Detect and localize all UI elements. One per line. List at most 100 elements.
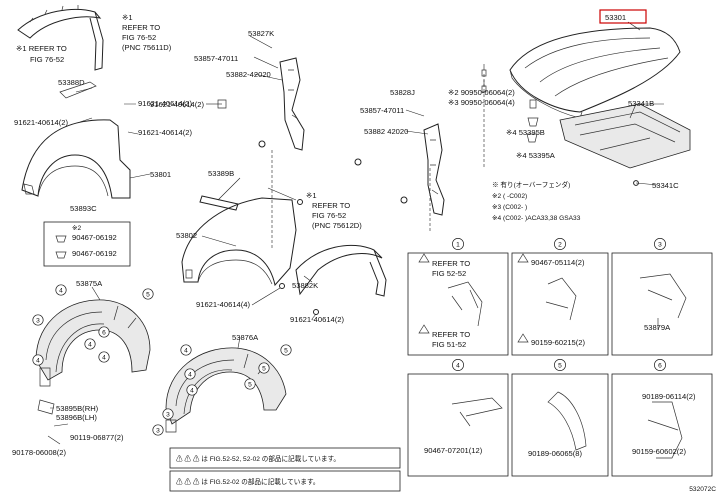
part-label-53801[interactable]: 53801 (150, 170, 171, 179)
callout-marker: 4 (55, 284, 67, 296)
part-label-53882-42020-b[interactable]: 53882 42020 (364, 127, 408, 136)
part-label-53857-47011-a[interactable]: 53857-47011 (194, 54, 238, 63)
part-label-91621-40614-e[interactable]: 91621-40614(2) (290, 315, 345, 324)
part-label-90950-06064-4[interactable]: ※3 90950-06064(4) (448, 98, 515, 107)
hood-insulator-drawing (559, 103, 691, 169)
svg-text:3: 3 (658, 241, 662, 248)
part-label-91621-40614-4[interactable]: 91621-40614(4) (196, 300, 251, 309)
legend-line-1: ※ 有り(オーバーフェンダ) (492, 180, 570, 189)
part-label-53388D[interactable]: 53388D (58, 78, 85, 87)
callout-marker: 4 (180, 344, 192, 356)
svg-text:6: 6 (658, 362, 662, 369)
fender-liner-lh-drawing (165, 347, 287, 433)
svg-text:(PNC 75612D): (PNC 75612D) (312, 221, 362, 230)
part-label-53828J[interactable]: 53828J (390, 88, 415, 97)
refer-note-top[interactable]: ※1 REFER TO FIG 76-52 (PNC 75611D) (122, 13, 172, 52)
refer-note-detail1-b[interactable]: REFER TO FIG 51-52 (418, 324, 470, 349)
part-label-53893C[interactable]: 53893C (70, 204, 97, 213)
part-label-90467-06192-a[interactable]: 90467-06192 (72, 233, 117, 242)
detail-number-4: 4 (452, 359, 464, 371)
part-label-53827K[interactable]: 53827K (248, 29, 274, 38)
front-fender-rh-drawing (21, 81, 131, 199)
part-number-labels: 53301 53341B 53341C ※4 53395B ※4 53395A … (12, 13, 696, 458)
svg-text:(PNC 75611D): (PNC 75611D) (122, 43, 172, 52)
part-label-53879A[interactable]: 53879A (644, 323, 671, 332)
svg-text:※1: ※1 (122, 13, 133, 22)
front-fender-lh-drawing (181, 195, 303, 289)
part-label-53395A[interactable]: ※4 53395A (516, 151, 556, 160)
svg-text:5: 5 (146, 291, 150, 298)
part-label-53301[interactable]: 53301 (605, 13, 626, 22)
footer-note-boxes (169, 447, 401, 492)
part-label-91621-40614-b[interactable]: 91621-40614(2) (138, 99, 193, 108)
highlighted-part-box (599, 9, 647, 24)
detail-number-6: 6 (654, 359, 666, 371)
detail-box-3 (611, 252, 713, 356)
part-label-53802[interactable]: 53802 (176, 231, 197, 240)
part-label-53875A[interactable]: 53875A (76, 279, 103, 288)
part-label-90467-06192-b[interactable]: 90467-06192 (72, 249, 117, 258)
svg-text:FIG 51-52: FIG 51-52 (432, 340, 466, 349)
part-label-90159-60215[interactable]: 90159-60215(2) (531, 338, 586, 347)
svg-text:4: 4 (188, 371, 192, 378)
svg-text:REFER TO: REFER TO (122, 23, 160, 32)
part-label-53896B[interactable]: 53896B(LH) (56, 413, 97, 422)
svg-text:REFER TO: REFER TO (432, 259, 470, 268)
part-label-91621-40614-c[interactable]: 91621-40614(2) (14, 118, 69, 127)
svg-text:5: 5 (558, 362, 562, 369)
svg-text:※1: ※1 (306, 191, 317, 200)
svg-text:FIG 76-52: FIG 76-52 (122, 33, 156, 42)
part-label-53882-42020-a[interactable]: 53882-42020 (226, 70, 271, 79)
part-label-53341B[interactable]: 53341B (628, 99, 654, 108)
clip-box-drawing (43, 221, 131, 267)
svg-text:5: 5 (284, 347, 288, 354)
part-label-53389B[interactable]: 53389B (208, 169, 234, 178)
detail-number-5: 5 (554, 359, 566, 371)
refer-note-middle[interactable]: ※1 REFER TO FIG 76-52 (PNC 75612D) (306, 191, 362, 230)
detail-box-4 (407, 373, 509, 477)
footer-note-1: ⚠ ⚠ ⚠ は FIG.52-52, 52-02 の部品に記載しています。 (176, 454, 340, 463)
part-label-90467-05114[interactable]: 90467-05114(2) (531, 258, 585, 267)
svg-text:4: 4 (190, 387, 194, 394)
fender-bracket-rh-drawing (217, 57, 305, 151)
part-label-53882K[interactable]: 53882K (292, 281, 318, 290)
part-label-53895B[interactable]: 53895B(RH) (56, 404, 99, 413)
part-label-90189-06114[interactable]: 90189-06114(2) (642, 392, 696, 401)
part-label-53341C[interactable]: 53341C (652, 181, 679, 190)
leader-lines (47, 21, 664, 445)
hood-panel-drawing (509, 27, 681, 119)
refer-note-left[interactable]: ※1 REFER TO FIG 76-52 (16, 44, 67, 64)
detail-box-2 (511, 252, 609, 356)
part-label-53857-47011-b[interactable]: 53857-47011 (360, 106, 404, 115)
svg-text:1: 1 (456, 241, 460, 248)
footer-notes: ⚠ ⚠ ⚠ は FIG.52-52, 52-02 の部品に記載しています。 ⚠ … (176, 454, 340, 486)
part-label-90178-06008[interactable]: 90178-06008(2) (12, 448, 67, 457)
detail-number-3: 3 (654, 238, 666, 250)
part-label-91621-40614-a[interactable]: 91621-40614(2) (150, 100, 205, 109)
callout-marker: 6 (98, 326, 110, 338)
part-label-53395B[interactable]: ※4 53395B (506, 128, 545, 137)
part-label-90189-06065[interactable]: 90189-06065(8) (528, 449, 583, 458)
part-label-90159-60602[interactable]: 90159-60602(2) (632, 447, 687, 456)
fender-bracket-lh-drawing (354, 123, 445, 216)
svg-text:6: 6 (102, 329, 106, 336)
svg-text:5: 5 (248, 381, 252, 388)
svg-text:FIG 76-52: FIG 76-52 (30, 55, 64, 64)
part-label-91621-40614-d[interactable]: 91621-40614(2) (138, 128, 193, 137)
part-label-90950-06064-2[interactable]: ※2 90950-06064(2) (448, 88, 515, 97)
detail-boxes (407, 252, 713, 477)
callout-marker: 5 (280, 344, 292, 356)
part-label-90119-06877[interactable]: 90119-06877(2) (70, 433, 124, 442)
part-label-53876A[interactable]: 53876A (232, 333, 259, 342)
callout-marker: 3 (162, 408, 174, 420)
svg-text:4: 4 (36, 357, 40, 364)
refer-note-detail1-a[interactable]: REFER TO FIG 52-52 (418, 253, 470, 278)
part-label-90467-07201[interactable]: 90467-07201(12) (424, 446, 483, 455)
callout-marker: 3 (32, 314, 44, 326)
detail-number-1: 1 (452, 238, 464, 250)
legend-line-4: ※4 (C002- )ACA33,38 GSA33 (492, 215, 581, 222)
svg-text:3: 3 (36, 317, 40, 324)
refer-to-notes: ※1 REFER TO FIG 76-52 (PNC 75611D) ※1 RE… (16, 13, 529, 349)
